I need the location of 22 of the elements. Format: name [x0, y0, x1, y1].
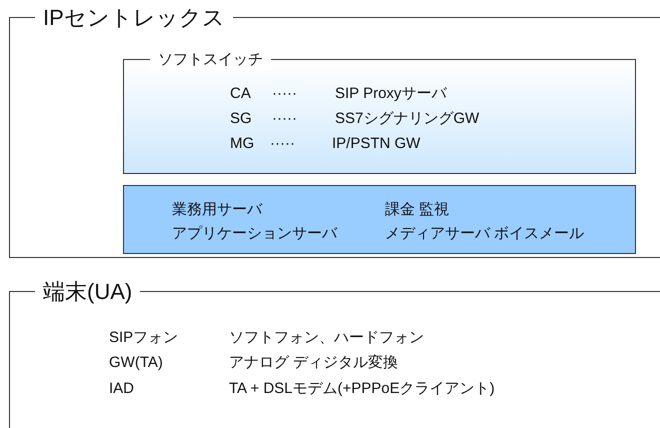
dot-leader: ·····	[270, 134, 295, 154]
item-label: メディアサーバ ボイスメール	[385, 224, 584, 244]
item-label: SS7シグナリングGW	[335, 109, 480, 129]
item-label: SIPフォン	[109, 328, 178, 348]
item-label: GW(TA)	[109, 353, 163, 373]
section-heading: 端末(UA)	[35, 279, 140, 305]
item-label: IP/PSTN GW	[332, 134, 420, 154]
item-label: アナログ ディジタル変換	[229, 353, 398, 373]
item-label: SIP Proxyサーバ	[335, 84, 446, 104]
item-label: MG	[230, 134, 254, 154]
dot-leader: ·····	[272, 84, 297, 104]
item-label: アプリケーションサーバ	[172, 224, 337, 244]
dot-leader: ·····	[272, 109, 297, 129]
item-label: 業務用サーバ	[172, 200, 262, 220]
item-label: SG	[230, 109, 252, 129]
item-label: ソフトフォン、ハードフォン	[229, 328, 424, 348]
item-label: IAD	[109, 379, 134, 399]
panel-heading: ソフトスイッチ	[150, 50, 271, 70]
item-label: 課金 監視	[385, 200, 450, 220]
panel	[123, 185, 636, 254]
item-label: CA	[230, 84, 251, 104]
item-label: TA + DSLモデム(+PPPoEクライアント)	[229, 379, 495, 399]
